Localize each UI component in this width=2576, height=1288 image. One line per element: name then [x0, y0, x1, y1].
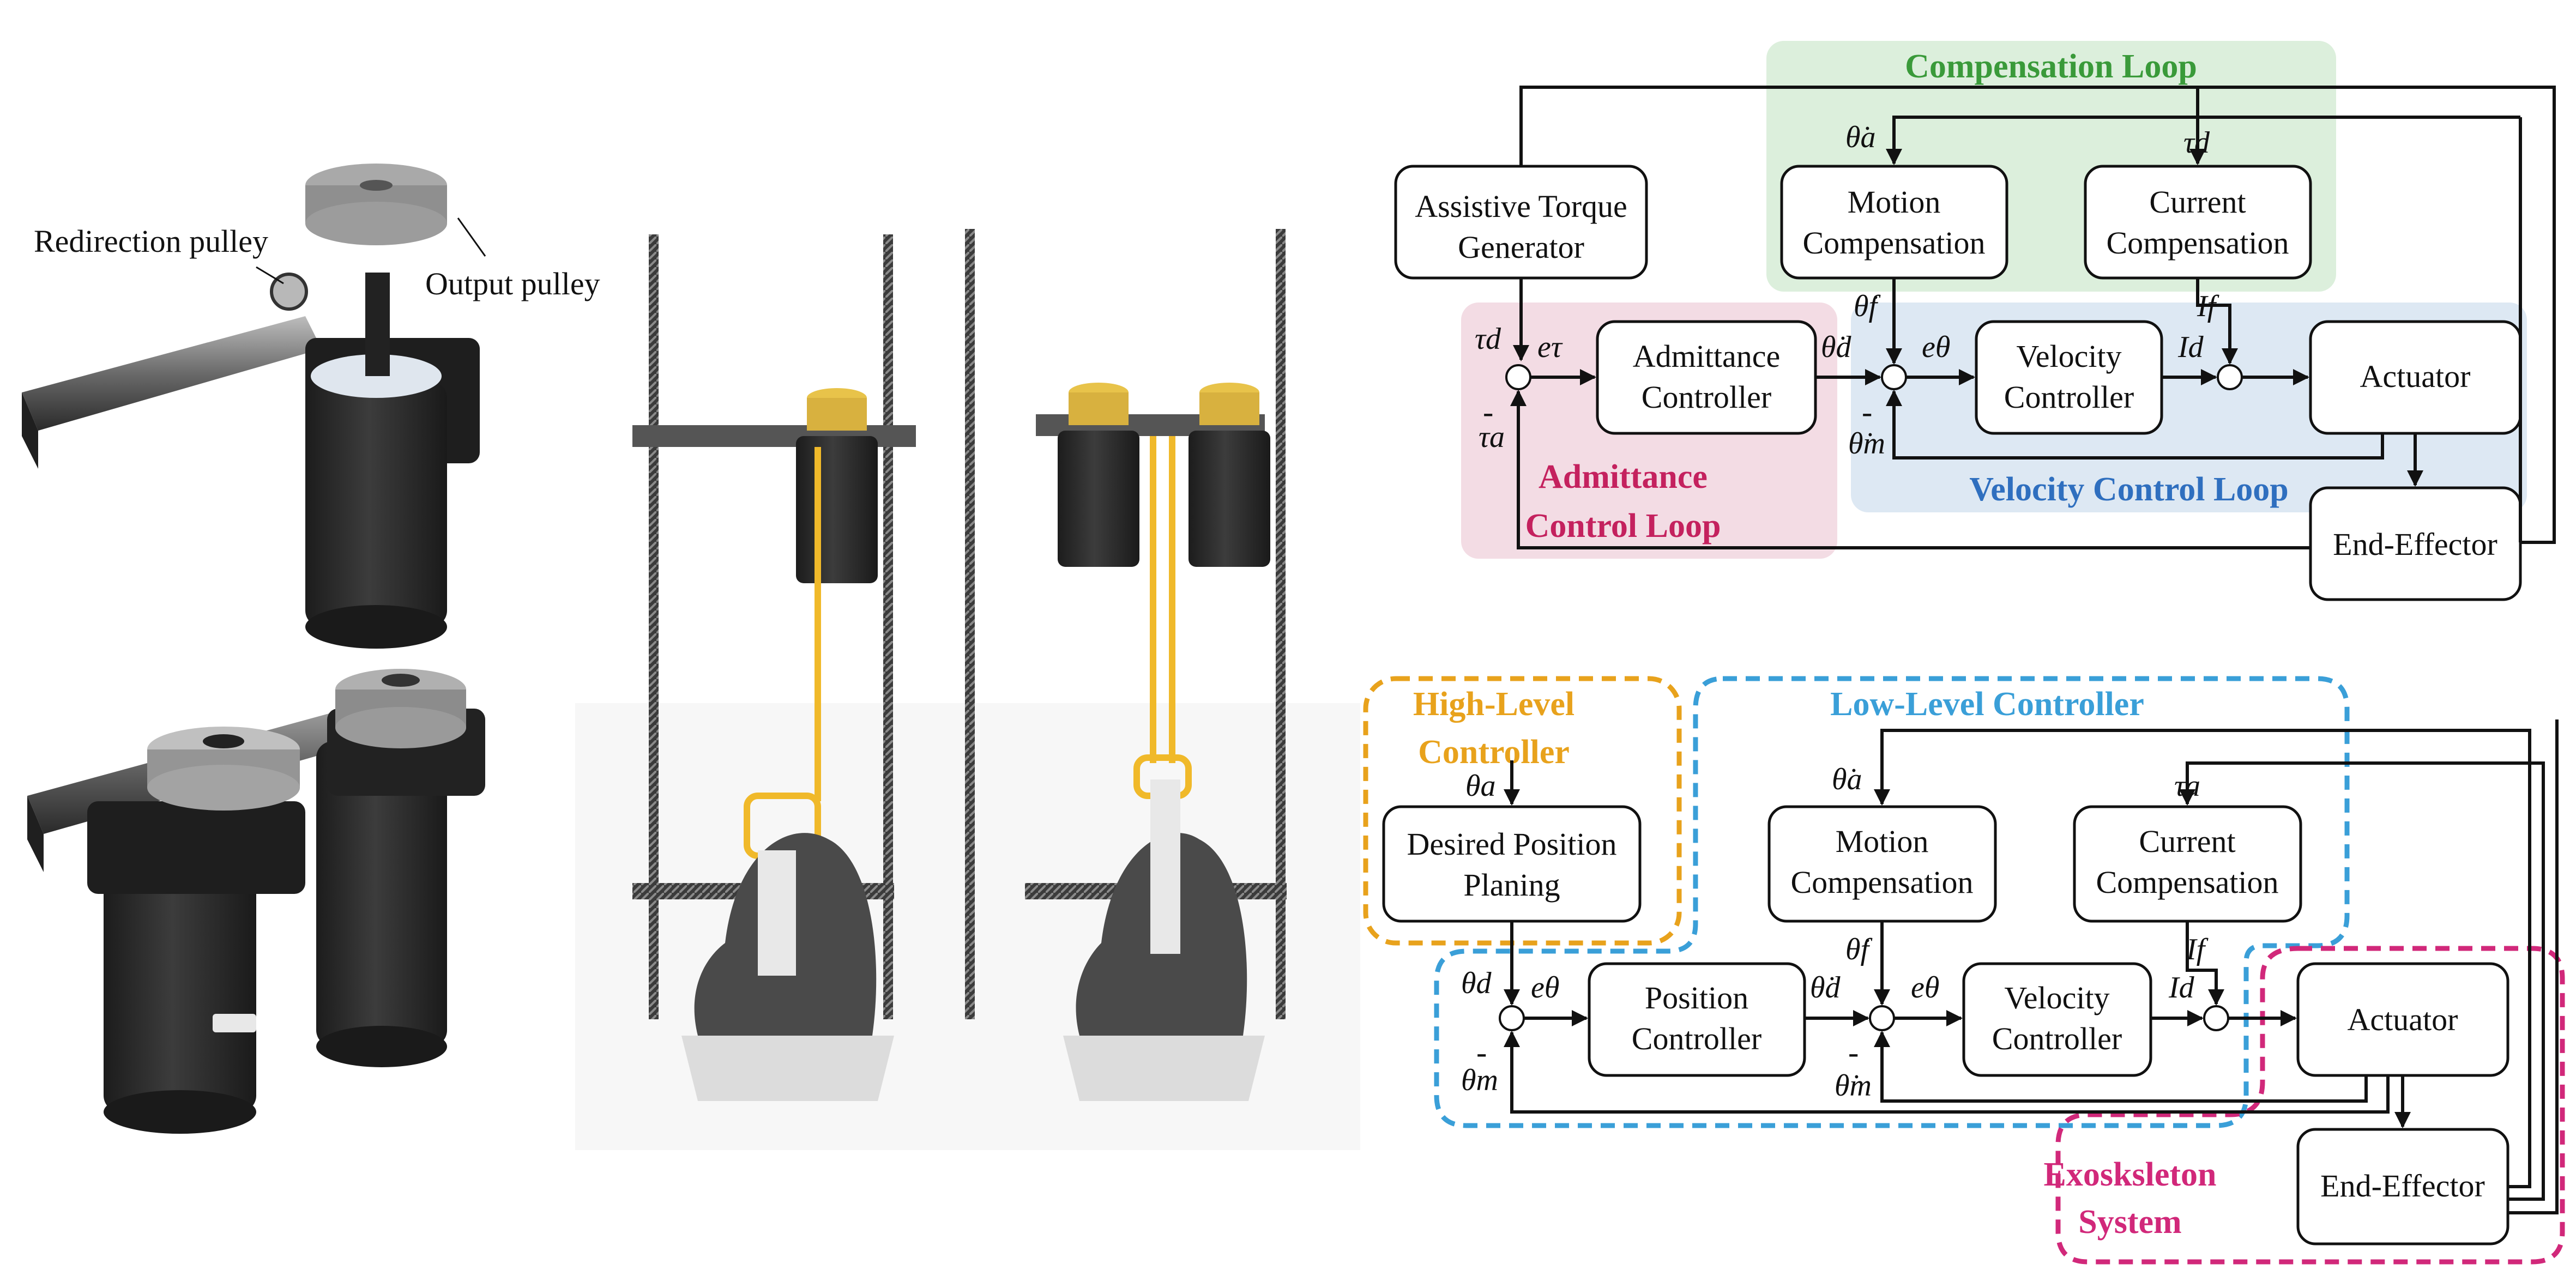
sym-theta-d-bottom: θd	[1461, 966, 1492, 1000]
sym-e-theta: eθ	[1922, 330, 1950, 364]
outer-feedback-line-bottom	[2508, 719, 2559, 1214]
sym-i-f-bottom: If	[2186, 933, 2209, 966]
motion-compensation-block	[1780, 165, 2008, 280]
tau-a-feedback-line	[1510, 390, 2310, 549]
theta-a-dot-feedback-line	[1874, 729, 2531, 1188]
velocity-loop-title: Velocity Control Loop	[1969, 471, 2289, 508]
velocity-controller-bottom-line1: Velocity	[2004, 980, 2109, 1015]
i-f-line	[2196, 278, 2238, 365]
sym-theta-a-top: θ̇a	[1845, 120, 1876, 154]
minus-sign-position: -	[1476, 1035, 1487, 1070]
sym-theta-m-dot: θ̇m	[1835, 1069, 1872, 1103]
assistive-torque-generator-line1: Assistive Torque	[1415, 189, 1627, 224]
minus-sign-velocity-bottom: -	[1848, 1035, 1859, 1070]
end-effector-label: End-Effector	[2333, 527, 2497, 562]
motion-compensation-line1: Motion	[1848, 184, 1941, 220]
sum-junction-position	[1499, 1005, 1525, 1031]
sym-theta-f-bottom: θ̇f	[1845, 933, 1873, 966]
current-compensation-bottom-line1: Current	[2139, 824, 2235, 859]
high-level-controller-region	[1363, 676, 1682, 946]
minus-sign-torque: -	[1483, 394, 1493, 430]
sym-tau-d: τd	[1475, 322, 1501, 356]
sym-i-d: Id	[2177, 330, 2204, 364]
exoskeleton-title-2: System	[2078, 1204, 2181, 1241]
sum-junction-torque	[1505, 364, 1531, 390]
exoskeleton-render-dual	[965, 229, 1287, 1101]
redirection-pulley-leader	[256, 266, 284, 285]
actuator-bottom-label: Actuator	[2348, 1002, 2458, 1037]
current-compensation-line1: Current	[2149, 184, 2246, 220]
top-control-diagram: Compensation Loop Admittance Control Loo…	[1394, 41, 2556, 601]
desired-position-line2: Planing	[1463, 867, 1560, 903]
desired-position-planing-block	[1382, 805, 1642, 923]
theta-m-dot-feedback-line	[1874, 1031, 2368, 1103]
admittance-loop-title-1: Admittance	[1539, 458, 1708, 495]
admittance-controller-line2: Controller	[1642, 379, 1771, 415]
velocity-controller-bottom-line2: Controller	[1992, 1021, 2122, 1056]
high-level-title-1: High-Level	[1413, 686, 1574, 723]
i-f-bottom-line	[2186, 921, 2224, 1006]
minus-sign-velocity: -	[1862, 394, 1872, 430]
sum-junction-velocity	[1881, 364, 1907, 390]
theta-m-feedback-line-bottom	[1504, 1031, 2390, 1114]
sym-i-d-bottom: Id	[2168, 971, 2195, 1005]
output-pulley-label: Output pulley	[425, 266, 600, 301]
sym-tau-d-top: τd	[2183, 126, 2210, 160]
sym-theta-a-input: θa	[1465, 769, 1496, 803]
position-controller-line2: Controller	[1632, 1021, 1761, 1056]
sum-junction-current	[2217, 364, 2243, 390]
current-compensation-block	[2084, 165, 2312, 280]
sum-junction-velocity-bottom	[1869, 1005, 1895, 1031]
bottom-control-diagram: High-Level Controller Low-Level Controll…	[1363, 676, 2565, 1265]
sym-theta-m-bottom: θm	[1461, 1063, 1498, 1097]
tau-a-feedback-line-bottom	[2179, 761, 2545, 1201]
sym-theta-m: θ̇m	[1848, 427, 1885, 461]
admittance-controller-line1: Admittance	[1633, 338, 1781, 374]
velocity-controller-line2: Controller	[2004, 379, 2134, 415]
desired-position-line1: Desired Position	[1407, 826, 1616, 862]
compensation-loop-title: Compensation Loop	[1905, 48, 2197, 85]
low-level-title: Low-Level Controller	[1830, 686, 2144, 723]
low-level-controller-region	[1434, 676, 2350, 1128]
sym-tau-a: τa	[1479, 420, 1505, 454]
theta-a-feedback-line	[1886, 116, 2520, 165]
sym-theta-a-dot: θ̇a	[1832, 763, 1862, 796]
exoskeleton-system-region	[2055, 946, 2565, 1265]
sym-tau-a-bottom: τa	[2174, 769, 2200, 803]
sym-e-theta-2: eθ	[1911, 971, 1939, 1005]
actuator-label: Actuator	[2360, 359, 2471, 394]
redirection-pulley-label: Redirection pulley	[34, 223, 268, 259]
motion-compensation-line2: Compensation	[1802, 225, 1985, 261]
actuator-render-dual	[27, 669, 485, 1134]
exoskeleton-title-1: Exosksleton	[2044, 1156, 2217, 1193]
outer-right-line	[2520, 87, 2556, 544]
theta-m-feedback-line	[1886, 390, 2384, 459]
sym-theta-d-dot: θ̇d	[1810, 971, 1841, 1005]
sym-theta-f: θ̇f	[1854, 289, 1881, 323]
current-compensation-line2: Compensation	[2106, 225, 2289, 261]
output-pulley-leader	[457, 217, 486, 257]
actuator-render-single	[22, 164, 480, 649]
sym-e-theta-1: eθ	[1531, 971, 1559, 1005]
current-compensation-bottom-line2: Compensation	[2096, 864, 2278, 900]
sum-junction-current-bottom	[2203, 1005, 2229, 1031]
position-controller-line1: Position	[1645, 980, 1748, 1015]
assistive-torque-generator-line2: Generator	[1458, 229, 1584, 265]
admittance-loop-title-2: Control Loop	[1525, 507, 1721, 545]
sym-theta-d: θ̇d	[1821, 330, 1852, 364]
motion-compensation-bottom-line1: Motion	[1836, 824, 1929, 859]
motion-compensation-bottom-line2: Compensation	[1790, 864, 1973, 900]
sym-e-tau: eτ	[1537, 330, 1563, 364]
velocity-controller-line1: Velocity	[2016, 338, 2121, 374]
high-level-title-2: Controller	[1418, 734, 1570, 771]
end-effector-bottom-label: End-Effector	[2320, 1168, 2485, 1204]
